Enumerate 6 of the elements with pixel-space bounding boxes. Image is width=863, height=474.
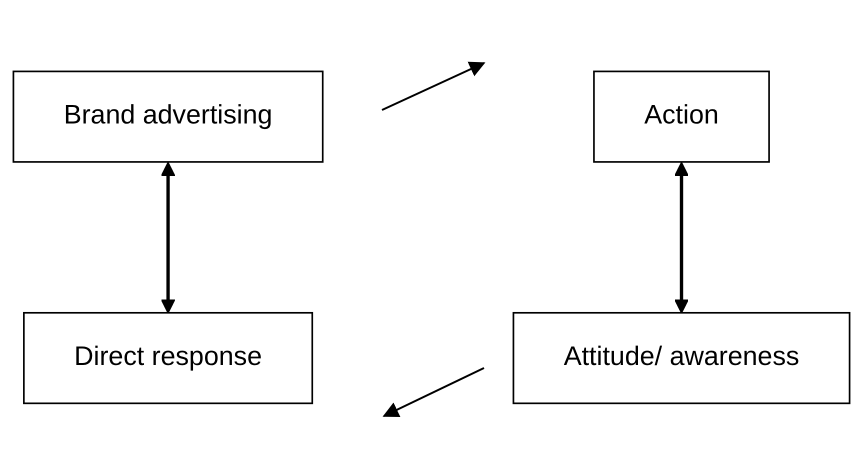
node-box: Brand advertising (12, 70, 324, 162)
node-box: Action (593, 70, 770, 162)
arrow (160, 162, 176, 314)
node-box: Attitude/ awareness (512, 312, 850, 404)
arrow (674, 162, 689, 314)
node-box: Direct response (23, 312, 314, 404)
